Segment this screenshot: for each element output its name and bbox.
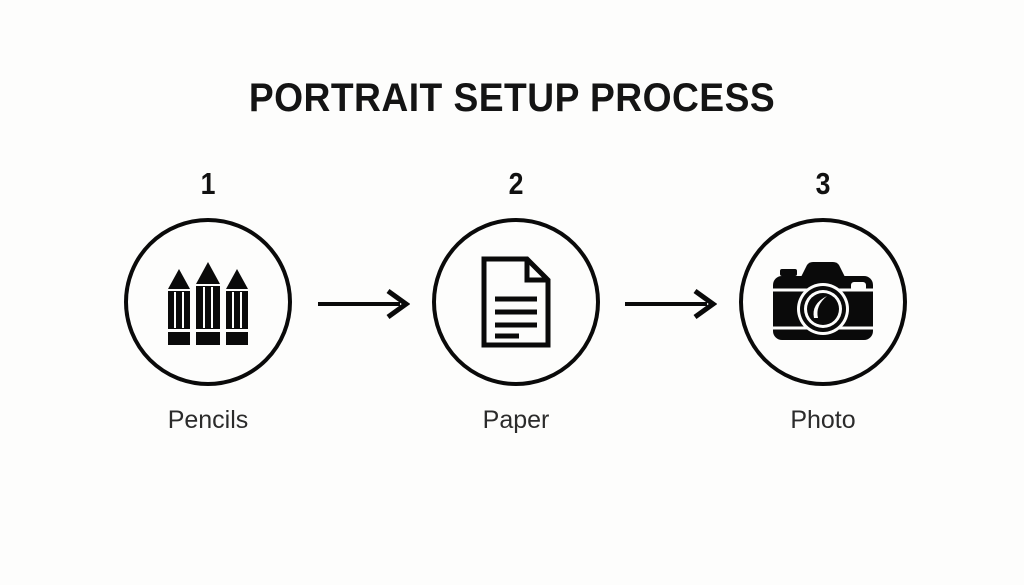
step-label-3: Photo xyxy=(790,406,856,434)
document-icon xyxy=(481,256,551,348)
step-label-2: Paper xyxy=(482,406,550,434)
step-number-1: 1 xyxy=(200,166,216,201)
step-circle-3 xyxy=(739,218,907,386)
step-label-1: Pencils xyxy=(167,406,249,434)
step-number-2: 2 xyxy=(508,166,524,201)
arrow-right-icon-2 xyxy=(625,288,717,320)
step-circle-1 xyxy=(124,218,292,386)
page-title: PORTRAIT SETUP PROCESS xyxy=(248,76,776,120)
process-step-3[interactable]: 3 xyxy=(723,168,923,433)
process-step-2[interactable]: 2 Paper xyxy=(416,168,616,433)
step-number-3: 3 xyxy=(815,166,831,201)
process-step-1[interactable]: 1 xyxy=(108,168,308,433)
pencils-icon xyxy=(165,256,251,348)
step-circle-2 xyxy=(432,218,600,386)
arrow-right-icon-1 xyxy=(318,288,410,320)
camera-icon xyxy=(771,260,875,344)
